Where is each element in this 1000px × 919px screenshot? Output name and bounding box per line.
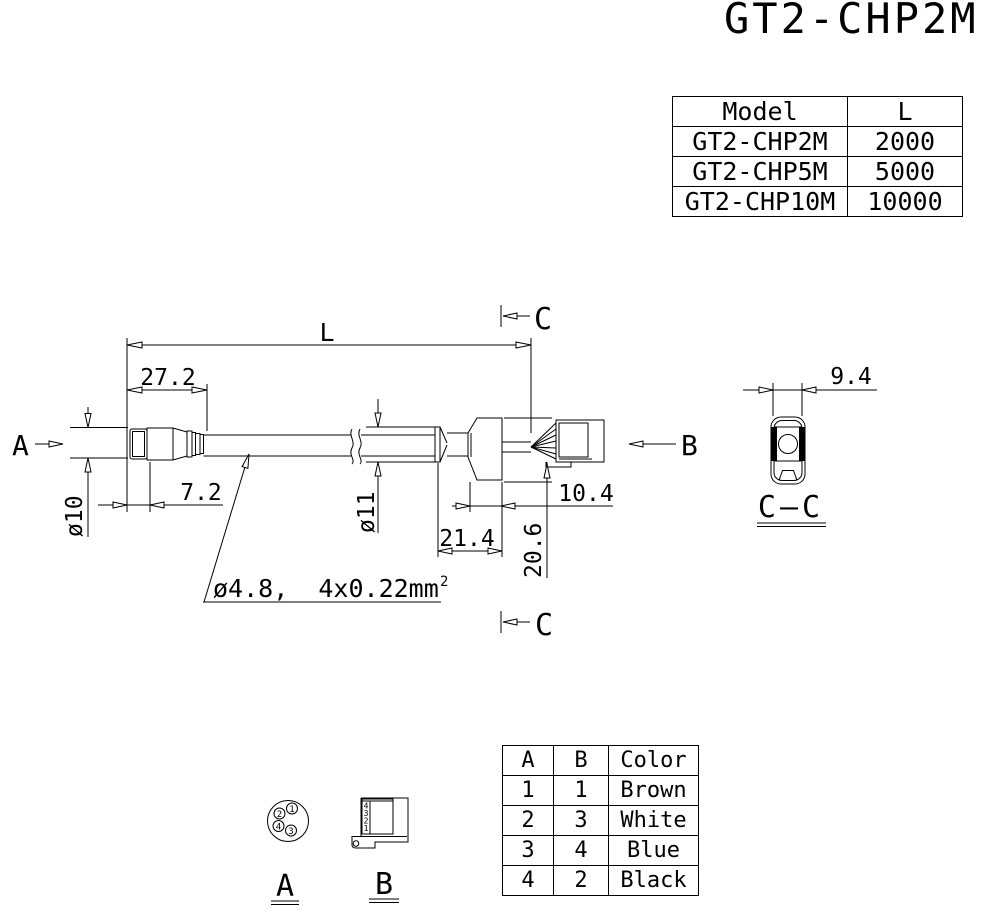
cable-break-mark bbox=[350, 428, 354, 465]
connector-b-housing bbox=[555, 419, 605, 463]
dimension-overall-length: L bbox=[126, 318, 532, 512]
view-b-title: B bbox=[375, 867, 393, 902]
pin-b-cell: 3 bbox=[553, 805, 609, 836]
cable bbox=[203, 428, 435, 465]
pin-a-cell: 1 bbox=[502, 775, 554, 806]
pin-number: 4 bbox=[276, 823, 281, 833]
view-a-letter: A bbox=[12, 429, 29, 462]
pin-number: 3 bbox=[364, 809, 369, 818]
model-cell: GT2-CHP5M bbox=[672, 156, 848, 187]
dim-20-6-text: 20.6 bbox=[521, 523, 547, 578]
connector-b-nut bbox=[467, 417, 503, 481]
dimension-connector-b-height: 20.6 bbox=[504, 417, 552, 578]
connector-b-latch bbox=[545, 462, 572, 468]
pin-circle bbox=[273, 807, 286, 820]
pin-circle bbox=[272, 820, 285, 832]
length-cell: 10000 bbox=[847, 186, 963, 217]
connector-b-boot bbox=[434, 426, 441, 463]
wire-color-cell: Black bbox=[608, 865, 699, 896]
view-a-title: A bbox=[276, 869, 294, 904]
dim-27-2-text: 27.2 bbox=[140, 365, 195, 391]
pin-number: 3 bbox=[288, 827, 293, 837]
pin-number: 1 bbox=[289, 805, 294, 815]
connector-a-face bbox=[267, 800, 309, 842]
connector-a-nut-face bbox=[132, 431, 145, 457]
wiring-table-row: 1 1 Brown bbox=[502, 775, 699, 806]
pin-block bbox=[361, 798, 394, 835]
connector-b-outline bbox=[360, 797, 409, 843]
cable-note-text: ø4.8, 4x0.22mm bbox=[213, 574, 439, 603]
wiring-table-row: 4 2 Black bbox=[502, 865, 699, 896]
section-outline-inner bbox=[773, 420, 803, 481]
dimension-connector-b-length: 21.4 bbox=[437, 463, 503, 557]
dim-dia11-text: ø11 bbox=[354, 491, 380, 533]
pin-b-cell: 4 bbox=[553, 835, 609, 866]
connector-a bbox=[129, 427, 204, 461]
wire-fan bbox=[530, 422, 557, 460]
pin-circle bbox=[285, 824, 297, 837]
connector-a-body bbox=[146, 427, 174, 461]
section-key-notch bbox=[778, 470, 798, 481]
dimension-boot-diameter: ø11 bbox=[354, 399, 435, 533]
model-table-row: GT2-CHP10M 10000 bbox=[672, 186, 963, 217]
section-view-title: C—C bbox=[758, 490, 824, 525]
pinout-view-b: 4 3 2 1 B bbox=[351, 797, 409, 903]
pin-a-cell: 4 bbox=[502, 865, 554, 896]
dimension-connector-a-length: 27.2 bbox=[126, 365, 208, 431]
connector-a-taper bbox=[172, 427, 188, 461]
section-contact-bar bbox=[799, 427, 805, 461]
wiring-table-header-row: A B Color bbox=[502, 745, 699, 776]
cable-note-superscript: 2 bbox=[440, 574, 448, 590]
model-table: Model L GT2-CHP2M 2000 GT2-CHP5M 5000 GT… bbox=[672, 96, 963, 217]
cable-break-mark bbox=[358, 428, 362, 465]
dimension-connector-b-nut: 10.4 bbox=[452, 481, 614, 512]
dim-l-text: L bbox=[319, 318, 334, 347]
connector-b-latch-detail bbox=[351, 836, 392, 849]
view-b-marker: B bbox=[628, 429, 698, 462]
dimension-connector-a-diameter: ø10 bbox=[62, 407, 128, 537]
pin-number: 4 bbox=[364, 802, 369, 811]
wiring-table: A B Color 1 1 Brown 2 3 White 3 4 Blue 4… bbox=[502, 745, 699, 896]
dim-9-4-text: 9.4 bbox=[830, 364, 872, 390]
wiring-table-row: 2 3 White bbox=[502, 805, 699, 836]
pin-number: 2 bbox=[364, 817, 369, 826]
pin-a-cell: 2 bbox=[502, 805, 554, 836]
section-contact-bar bbox=[771, 427, 777, 461]
pin-number: 2 bbox=[277, 810, 282, 820]
view-a-marker: A bbox=[12, 429, 64, 462]
model-cell: GT2-CHP2M bbox=[672, 126, 848, 157]
section-view-cc: 9.4 C—C bbox=[743, 364, 877, 527]
pin-number: 1 bbox=[364, 824, 369, 833]
connector-b-housing-inner bbox=[558, 422, 589, 458]
wire-color-cell: Blue bbox=[608, 835, 699, 866]
model-header-cell: Model bbox=[672, 96, 848, 127]
model-table-row: GT2-CHP5M 5000 bbox=[672, 156, 963, 187]
pin-circle bbox=[286, 802, 298, 815]
pin-b-cell: 2 bbox=[553, 865, 609, 896]
wire-color-cell: Brown bbox=[608, 775, 699, 806]
section-c-markers: C C bbox=[500, 302, 553, 643]
dim-21-4-text: 21.4 bbox=[439, 526, 494, 552]
section-pin-circle bbox=[778, 434, 798, 454]
section-outline-outer bbox=[770, 416, 806, 485]
connector-b bbox=[434, 417, 605, 481]
dim-7-2-text: 7.2 bbox=[180, 480, 222, 506]
dimension-section-width: 9.4 bbox=[743, 364, 877, 416]
section-c-letter-top: C bbox=[534, 302, 552, 337]
view-b-arrowhead bbox=[628, 440, 644, 448]
cable-note: ø4.8, 4x0.22mm 2 bbox=[203, 453, 448, 603]
dimension-connector-a-nut: 7.2 bbox=[98, 462, 223, 512]
dim-10-4-text: 10.4 bbox=[558, 481, 613, 507]
view-a-arrowhead bbox=[48, 440, 64, 448]
wiring-header-b: B bbox=[553, 745, 609, 776]
wiring-header-color: Color bbox=[608, 745, 699, 776]
model-cell: GT2-CHP10M bbox=[672, 186, 848, 217]
section-c-letter-bottom: C bbox=[535, 608, 553, 643]
pinout-view-a: 1 2 4 3 A bbox=[267, 800, 309, 905]
length-cell: 5000 bbox=[847, 156, 963, 187]
drawing-title: GT2-CHP2M bbox=[724, 0, 979, 43]
view-b-letter: B bbox=[681, 429, 698, 462]
dim-dia10-text: ø10 bbox=[62, 495, 88, 537]
